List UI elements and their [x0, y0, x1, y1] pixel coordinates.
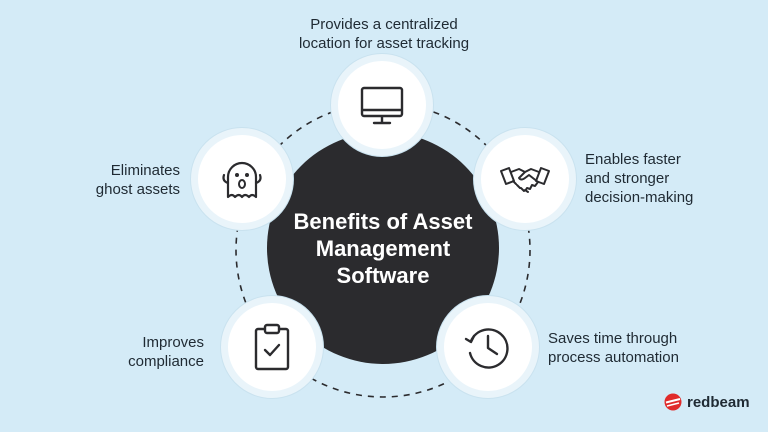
node-decision-making [474, 128, 576, 230]
label-line: decision-making [585, 189, 694, 206]
center-title-line-3: Software [336, 262, 430, 288]
center-title-line-1: Benefits of Asset [293, 208, 473, 234]
clipboard-check-icon [254, 323, 290, 371]
label-line: ghost assets [95, 181, 180, 198]
node-compliance [221, 296, 323, 398]
handshake-icon [500, 167, 550, 193]
node-centralized-tracking [331, 54, 433, 156]
label-line: and stronger [585, 170, 670, 187]
label-compliance: Improves compliance [84, 333, 204, 371]
label-centralized-tracking: Provides a centralized location for asse… [284, 15, 484, 53]
label-line: Saves time through [548, 330, 678, 347]
label-decision-making: Enables faster and stronger decision-mak… [585, 150, 735, 207]
label-process-automation: Saves time through process automation [548, 329, 723, 367]
label-line: location for asset tracking [298, 35, 470, 52]
node-process-automation [437, 296, 539, 398]
brand-logo: redbeam [664, 393, 750, 411]
label-line: Provides a centralized [310, 16, 458, 33]
node-ghost-assets [191, 128, 293, 230]
monitor-icon [360, 86, 404, 125]
clock-history-icon [464, 328, 509, 369]
label-ghost-assets: Eliminates ghost assets [60, 161, 180, 199]
brand-name: redbeam [687, 393, 750, 411]
redbeam-logo-icon [664, 393, 682, 411]
ghost-icon [222, 161, 262, 199]
label-line: process automation [548, 349, 679, 366]
label-line: compliance [128, 353, 204, 370]
label-line: Improves [142, 334, 204, 351]
center-title-line-2: Management [315, 235, 451, 261]
label-line: Enables faster [585, 151, 681, 168]
label-line: Eliminates [110, 162, 180, 179]
